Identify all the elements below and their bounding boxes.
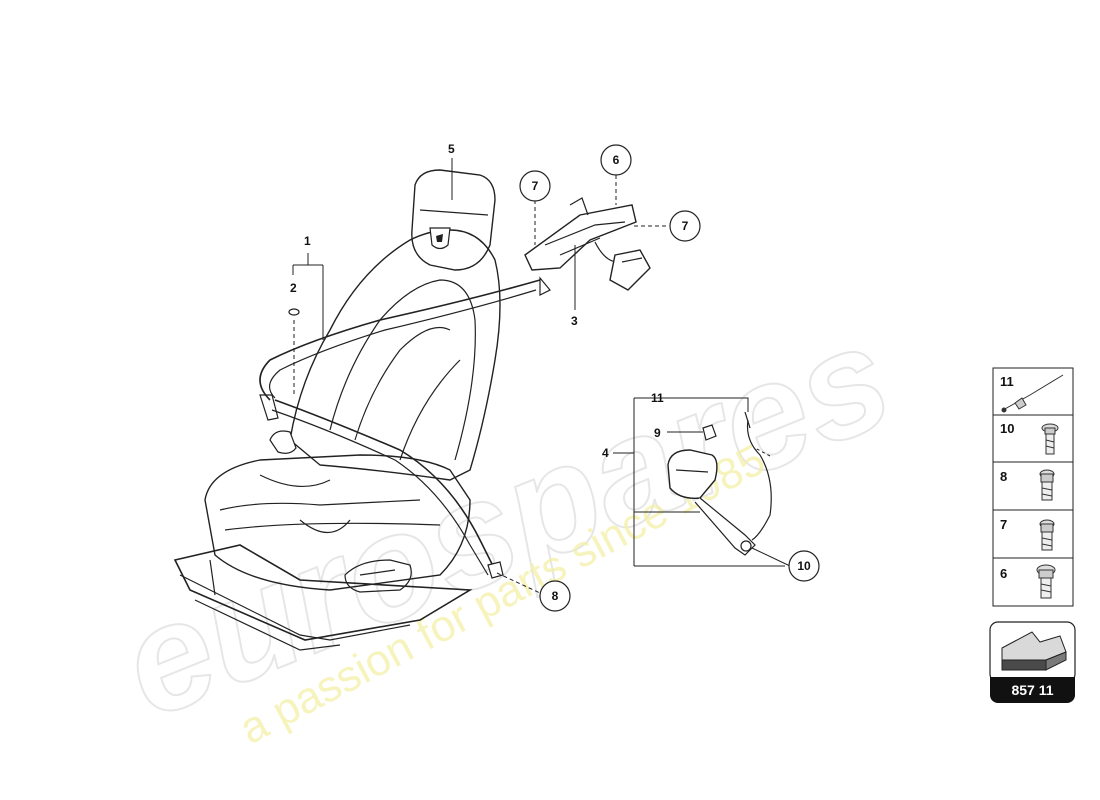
callout-circle-10: [788, 550, 820, 582]
callout-circle-8: [539, 580, 571, 612]
bolt-icon: [1039, 519, 1055, 551]
bolt-icon: [1036, 564, 1056, 599]
callout-7-right: 7: [682, 219, 689, 233]
callout-5: 5: [448, 142, 455, 156]
legend-number: 11: [1000, 374, 1014, 389]
callout-6: 6: [613, 153, 620, 167]
view-direction-indicator: [989, 621, 1076, 683]
callout-circle-7-right: [669, 210, 701, 242]
direction-arrow-icon: [1001, 631, 1067, 671]
seat-illustration: [173, 169, 541, 651]
callout-10: 10: [797, 559, 811, 573]
callout-8: 8: [552, 589, 559, 603]
watermark: eurospares a passion for parts since 198…: [98, 290, 913, 754]
watermark-brand: eurospares: [99, 291, 912, 750]
wire-harness-icon: [1001, 374, 1064, 413]
callout-circle-7-left: [519, 170, 551, 202]
callout-11: 11: [651, 391, 664, 405]
callout-9: 9: [654, 426, 661, 440]
bolt-icon: [1039, 469, 1055, 501]
legend-number: 10: [1000, 421, 1014, 436]
callout-4: 4: [602, 446, 609, 460]
callout-circle-6: [600, 144, 632, 176]
diagram-code: 857 11: [990, 677, 1075, 703]
legend-number: 8: [1000, 469, 1007, 484]
callout-1: 1: [304, 234, 311, 248]
leader-lines: [292, 158, 791, 594]
circled-callout-text: 7 6 7 8 10: [532, 153, 811, 603]
circled-callouts: [519, 144, 820, 612]
belt-retractor-illustration: [524, 197, 651, 296]
callout-labels: 1 2 5 3 11 9 4: [290, 142, 664, 460]
callout-7-left: 7: [532, 179, 539, 193]
legend-number: 6: [1000, 566, 1007, 581]
washer-part: [288, 308, 300, 316]
callout-2: 2: [290, 281, 297, 295]
fastener-legend: 11 10 8 7 6: [992, 367, 1074, 607]
bolt-icon: [1041, 423, 1059, 455]
callout-3: 3: [571, 314, 578, 328]
belt-buckle-illustration: [667, 411, 772, 556]
legend-number: 7: [1000, 517, 1007, 532]
